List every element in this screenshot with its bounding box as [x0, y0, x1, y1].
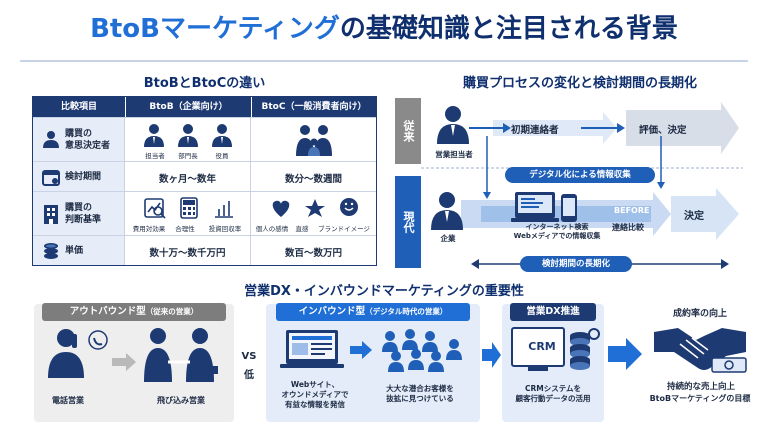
crm-label: CRM [528, 340, 556, 353]
internet-label: インターネット検索 [525, 223, 589, 231]
analysis-icons [144, 197, 233, 219]
web-caption: Webサイト、 [290, 380, 340, 389]
header-btob: BtoB（企業向け） [125, 97, 251, 117]
big-arrow-icon [608, 338, 642, 370]
table-row: 購買の 意思決定者 担当者 部門長 役員 [33, 117, 376, 161]
longer-pill: 検討期間の長期化 [520, 256, 632, 272]
prospect-caption: 大大な潜合お客様を [386, 384, 454, 393]
handshake-icon [654, 328, 747, 373]
page-title: BtoBマーケティングの基礎知識と注目される背景 [0, 8, 768, 45]
now-label: 現代 [395, 176, 421, 268]
outbound-title-text: アウトバウンド型 [69, 306, 146, 317]
row-label: 購買の [65, 129, 93, 139]
btoc-item: ブランドイメージ [318, 225, 370, 233]
btoc-item: 直感 [295, 225, 309, 233]
btob-value: 数十万〜数千万円 [149, 248, 226, 259]
btoc-value: 数分〜数週間 [284, 174, 342, 185]
web-caption: 有益な情報を発信 [285, 400, 345, 409]
table-row: 購買の 判断基準 費用対効果 合理性 投資回収率 [33, 191, 376, 235]
comparison-title: BtoBとBtoCの違い [143, 76, 266, 91]
company-label: 企業 [440, 234, 456, 243]
btoc-item: 個人の感情 [255, 225, 289, 233]
process-graphics [421, 102, 743, 269]
btob-item: 費用対効果 [132, 225, 166, 233]
vs-label: VS [241, 351, 257, 362]
goal-caption: BtoBマーケティングの目標 [649, 394, 751, 403]
web-caption: オウンドメディアで [281, 390, 349, 399]
evaluation-label: 評価、決定 [639, 125, 687, 136]
crm-caption: 顧客行動データの活用 [515, 394, 591, 403]
crm-caption: CRMシステムを [524, 384, 582, 393]
btob-item: 合理性 [175, 225, 195, 233]
row-label: 意思決定者 [65, 141, 111, 151]
emotion-icons [272, 198, 358, 217]
calendar-icon [42, 170, 60, 186]
arrow-icon [482, 342, 501, 368]
coins-icon [44, 243, 58, 259]
bottom-title: 営業DX・インバウンドマーケティングの重要性 [244, 284, 524, 299]
decision-label: 決定 [684, 211, 704, 222]
digital-pill: デジタル化による情報収集 [505, 167, 655, 183]
row-label: 単価 [65, 246, 84, 256]
process-title: 購買プロセスの変化と検討期間の長期化 [462, 76, 697, 91]
title-rest: の基礎知識と注目される背景 [339, 14, 678, 44]
family-icon [296, 125, 332, 156]
title-highlight: BtoBマーケティング [90, 14, 340, 44]
inbound-title: インバウンド型（デジタル時代の営業） [276, 303, 470, 321]
btob-item: 役員 [215, 152, 229, 160]
btob-value: 数ヶ月〜数年 [158, 174, 216, 185]
btob-item: 部門長 [178, 152, 198, 160]
row-label: 検討期間 [65, 172, 102, 182]
row-label: 購買の [65, 203, 93, 213]
goal-caption: 持続的な売上向上 [666, 382, 735, 392]
header-item: 比較項目 [33, 97, 125, 117]
outbound-graphics [48, 328, 218, 382]
comparison-table: 比較項目 BtoB（企業向け） BtoC（一般消費者向け） 購買の 意思決定者 … [32, 96, 377, 266]
title-divider [20, 60, 748, 62]
person-icon [43, 131, 59, 148]
internet-label: Webメディアでの情報収集 [513, 232, 601, 240]
visit-caption: 飛び込み営業 [157, 396, 205, 405]
outbound-sub: （従来の営業） [145, 307, 199, 316]
table-row: 検討期間 数ヶ月〜数年 数分〜数週間 [33, 161, 376, 191]
phone-caption: 電話営業 [52, 396, 84, 405]
btob-item: 投資回収率 [208, 225, 242, 233]
before-label: BEFORE [614, 206, 650, 215]
first-contact-label: 初期連絡者 [511, 125, 559, 136]
inbound-graphics [280, 329, 462, 372]
inbound-title-text: インバウンド型 [298, 306, 366, 317]
inbound-sub: （デジタル時代の営業） [365, 307, 448, 316]
prospect-caption: 抜拡に見つけている [386, 394, 454, 403]
header-btoc: BtoC（一般消費者向け） [251, 97, 376, 117]
past-label: 従来 [395, 98, 421, 164]
outbound-title: アウトバウンド型（従来の営業） [42, 303, 226, 321]
business-people-icon [144, 124, 232, 147]
btob-item: 担当者 [145, 152, 165, 160]
crm-graphics [511, 327, 600, 371]
sales-rep-label: 営業担当者 [435, 150, 473, 159]
rate-label: 成約率の向上 [672, 309, 727, 319]
btoc-value: 数百〜数万円 [284, 248, 342, 259]
dx-title: 営業DX推進 [510, 303, 596, 321]
building-icon [44, 205, 58, 224]
low-label: 低 [244, 370, 254, 381]
row-label: 判断基準 [65, 215, 102, 225]
compare-label: 連絡比較 [612, 223, 644, 232]
table-row: 単価 数十万〜数千万円 数百〜数万円 [33, 235, 376, 265]
